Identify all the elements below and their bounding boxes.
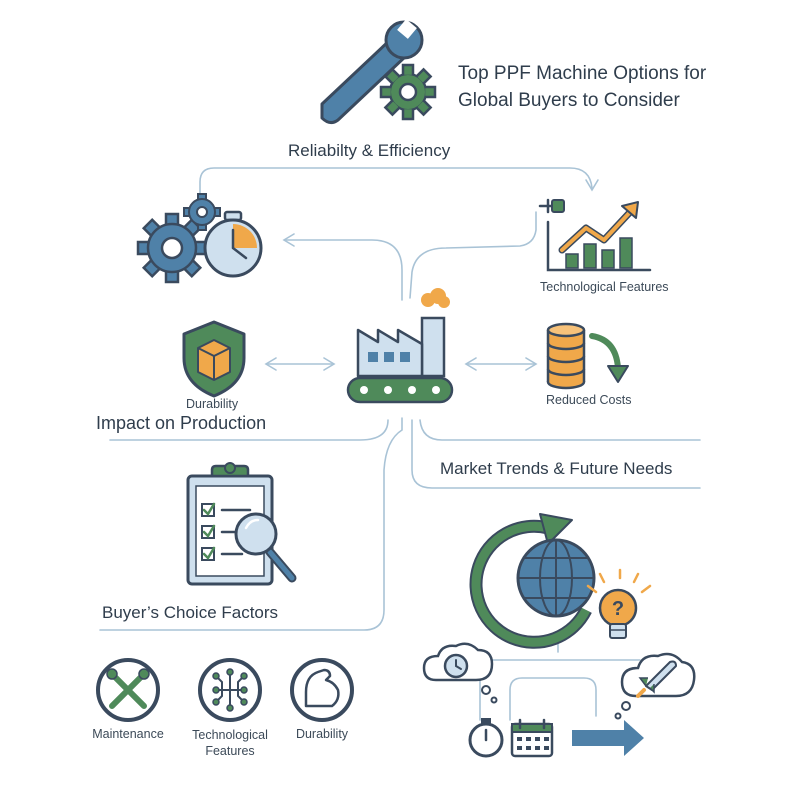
forward-arrow-icon — [572, 720, 644, 756]
heading-buyers: Buyer’s Choice Factors — [102, 603, 279, 622]
label-durability-bottom: Durability — [295, 727, 349, 741]
title-line-1: Top PPF Machine Options for — [458, 63, 707, 84]
maintenance-tools-icon — [96, 658, 160, 722]
checklist-magnifier-icon — [186, 462, 297, 586]
shield-box-icon — [182, 320, 246, 398]
gears-stopwatch-icon — [136, 193, 263, 284]
label-durability-top: Durability — [186, 397, 239, 411]
heading-impact: Impact on Production — [96, 413, 267, 433]
connectors — [99, 167, 701, 721]
stopwatch-icon — [468, 718, 504, 758]
label-maintenance: Maintenance — [92, 727, 164, 741]
growth-chart-icon — [538, 198, 652, 272]
page-title: Top PPF Machine Options for Global Buyer… — [458, 60, 706, 114]
strength-icon — [290, 658, 354, 722]
heading-reliability: Reliabilty & Efficiency — [288, 141, 451, 160]
heading-market: Market Trends & Future Needs — [440, 459, 673, 478]
label-tech-features-bottom: Technological Features — [180, 727, 280, 759]
rocket-cloud-icon — [614, 652, 696, 720]
circuit-icon — [198, 658, 262, 722]
calendar-icon — [510, 718, 554, 758]
label-tech-features-top: Technological Features — [540, 280, 669, 294]
label-tech-features-line-1: Technological — [192, 728, 268, 742]
title-line-2: Global Buyers to Consider — [458, 90, 680, 111]
clock-cloud-icon — [422, 642, 498, 704]
globe-cycle-icon — [469, 513, 596, 649]
wrench-gear-icon — [320, 19, 437, 125]
label-reduced-costs: Reduced Costs — [546, 393, 632, 407]
factory-conveyor-icon — [346, 288, 454, 404]
coins-arrow-icon — [546, 322, 629, 390]
svg-text:?: ? — [612, 598, 624, 620]
label-tech-features-line-2: Features — [205, 744, 255, 758]
lightbulb-question-icon: ? — [586, 568, 652, 639]
